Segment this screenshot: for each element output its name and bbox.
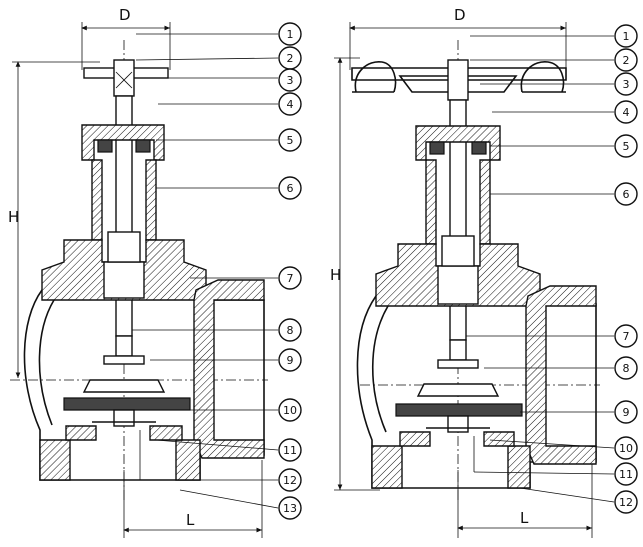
svg-text:2: 2: [287, 52, 294, 65]
right-valve: D H L: [330, 6, 638, 538]
right-callout-1: 1: [614, 24, 638, 48]
right-dimension-d: D: [349, 6, 567, 70]
left-callout-5: 5: [278, 128, 302, 152]
svg-text:4: 4: [623, 106, 630, 119]
left-valve: D H L: [8, 6, 302, 538]
svg-text:10: 10: [619, 442, 633, 455]
right-callout-3: 3: [614, 72, 638, 96]
left-callout-8: 8: [278, 318, 302, 342]
svg-text:7: 7: [287, 272, 294, 285]
left-l-label: L: [186, 511, 195, 529]
svg-text:6: 6: [287, 182, 294, 195]
left-dimension-h: H: [8, 61, 100, 378]
right-callouts: 1 2 3 4 5 6 7 8 9 10 11 12: [466, 24, 638, 514]
svg-text:3: 3: [287, 74, 294, 87]
left-callout-13: 13: [278, 496, 302, 520]
right-callout-11: 11: [614, 462, 638, 486]
svg-text:6: 6: [623, 188, 630, 201]
left-callout-7: 7: [278, 266, 302, 290]
svg-text:9: 9: [287, 354, 294, 367]
left-callout-4: 4: [278, 92, 302, 116]
right-callout-7: 7: [614, 324, 638, 348]
left-d-label: D: [119, 6, 131, 24]
right-callout-6: 6: [614, 182, 638, 206]
svg-text:4: 4: [287, 98, 294, 111]
svg-text:1: 1: [623, 30, 630, 43]
right-l-label: L: [520, 509, 529, 527]
left-callout-6: 6: [278, 176, 302, 200]
svg-text:3: 3: [623, 78, 630, 91]
left-callout-10: 10: [278, 398, 302, 422]
left-callout-9: 9: [278, 348, 302, 372]
right-callout-5: 5: [614, 134, 638, 158]
svg-text:1: 1: [287, 28, 294, 41]
svg-text:12: 12: [283, 474, 297, 487]
right-callout-12: 12: [614, 490, 638, 514]
left-callout-2: 2: [278, 46, 302, 70]
left-callouts: 1 2 3 4 5 6 7 8 9 10 11 12 13: [132, 22, 302, 520]
left-callout-11: 11: [278, 438, 302, 462]
right-callout-10: 10: [614, 436, 638, 460]
svg-text:2: 2: [623, 54, 630, 67]
left-callout-3: 3: [278, 68, 302, 92]
svg-text:9: 9: [623, 406, 630, 419]
svg-text:10: 10: [283, 404, 297, 417]
svg-text:12: 12: [619, 496, 633, 509]
left-h-label: H: [8, 208, 19, 226]
right-callout-9: 9: [614, 400, 638, 424]
right-dimension-h: H: [330, 57, 380, 491]
left-callout-1: 1: [278, 22, 302, 46]
left-callout-12: 12: [278, 468, 302, 492]
right-callout-4: 4: [614, 100, 638, 124]
svg-text:5: 5: [287, 134, 294, 147]
svg-text:13: 13: [283, 502, 297, 515]
svg-text:11: 11: [283, 444, 297, 457]
right-callout-8: 8: [614, 356, 638, 380]
svg-text:11: 11: [619, 468, 633, 481]
right-h-label: H: [330, 266, 341, 284]
svg-text:5: 5: [623, 140, 630, 153]
right-callout-2: 2: [614, 48, 638, 72]
svg-text:8: 8: [623, 362, 630, 375]
right-d-label: D: [454, 6, 466, 24]
svg-text:7: 7: [623, 330, 630, 343]
svg-text:8: 8: [287, 324, 294, 337]
